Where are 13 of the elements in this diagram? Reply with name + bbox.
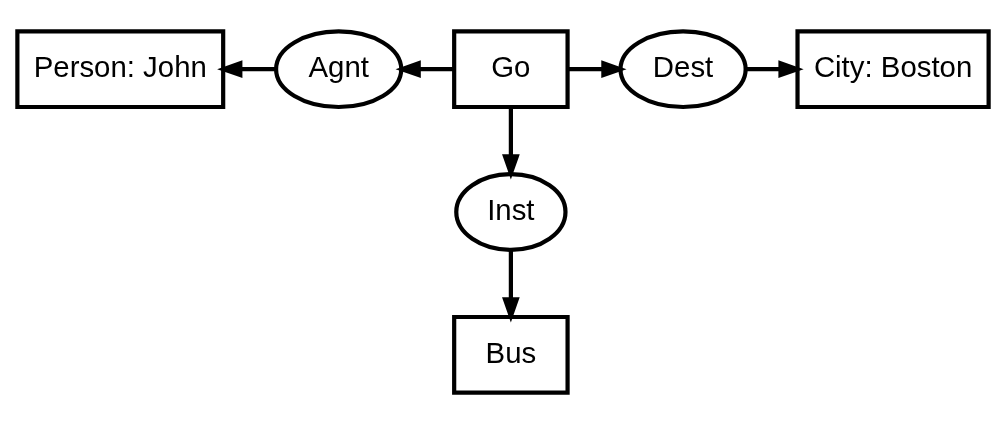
arrow [217, 59, 276, 78]
arrow [395, 59, 454, 78]
arrow [502, 107, 520, 180]
node-box: City: Boston [795, 28, 991, 109]
arrow [568, 59, 627, 78]
node-ellipse: Inst [454, 171, 568, 252]
arrow [502, 250, 520, 322]
node-ellipse: Agnt [274, 28, 404, 109]
node-box: Bus [452, 314, 570, 395]
node-ellipse: Dest [618, 28, 748, 109]
node-box: Person: John [15, 28, 226, 109]
arrow [746, 59, 804, 78]
node-box: Go [452, 28, 570, 109]
